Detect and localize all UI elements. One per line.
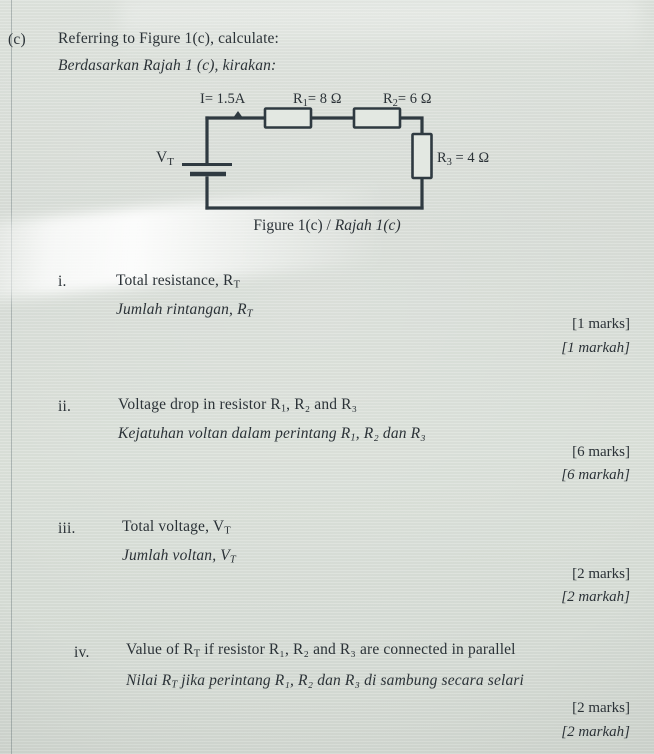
battery-symbol [182,163,232,177]
item-iii-malay-sub: T [229,554,236,566]
item-iii-malay: Jumlah voltan, VT [122,547,236,565]
item-index-i: i. [58,273,67,290]
resistor-r1-symbol [263,107,313,129]
item-i-english: Total resistance, RT [116,272,240,290]
figure-caption-english: Figure 1(c) / [253,217,331,234]
figure-caption: Figure 1(c) / Rajah 1(c) [0,217,654,235]
circuit-diagram-svg: I= 1.5A R1= 8 Ω R2= 6 Ω R3 = 4 Ω VT [156,91,489,210]
item-iv-marks-english: [2 marks] [572,700,630,716]
item-iii-english: Total voltage, VT [122,518,231,536]
item-ii-malay-post: , R₂ dan R₃ [355,425,426,442]
item-ii-english-sub: 1 [280,403,287,415]
item-iv-malay-pre: Nilai R [126,672,172,689]
page-margin-rule [11,0,12,754]
item-i-marks-english: [1 marks] [572,316,630,332]
item-iv-english-post: if resistor R₁, R₂ and R₃ are connected … [200,641,516,658]
item-iv-malay-post: jika perintang R₁, R₂ dan R₃ di sambung … [177,672,524,689]
item-iii-english-sub: T [224,525,231,537]
item-ii-marks-malay: [6 markah] [561,467,630,483]
item-i-marks-malay: [1 markah] [561,340,630,356]
resistor-r3-label: R3 = 4 Ω [437,150,489,168]
item-i-malay-pre: Jumlah rintangan, R [116,301,247,318]
item-iv-english: Value of RT if resistor R₁, R₂ and R₃ ar… [126,641,516,659]
item-iv-malay-sub: T [171,679,178,691]
item-ii-english: Voltage drop in resistor R1, R₂ and R₃ [118,396,357,414]
source-voltage-label: VT [156,149,174,168]
wire-top-right [398,116,424,136]
item-ii-malay-pre: Kejatuhan voltan dalam perintang R [118,425,351,442]
item-index-iv: iv. [74,644,90,661]
item-ii-english-post: , R₂ and R₃ [286,396,358,413]
resistor-r2-label: R2= 6 Ω [383,92,432,109]
question-stem-malay: Berdasarkan Rajah 1 (c), kirakan: [58,57,277,74]
item-i-malay-sub: T [246,308,253,320]
current-arrow-icon [233,111,243,118]
item-ii-english-pre: Voltage drop in resistor R [118,396,281,413]
resistor-r2-symbol [352,107,402,129]
item-iii-english-pre: Total voltage, V [122,518,225,535]
item-ii-malay: Kejatuhan voltan dalam perintang R1, R₂ … [118,425,426,443]
figure-caption-malay: Rajah 1(c) [334,217,401,234]
item-iv-english-pre: Value of R [126,641,194,658]
resistor-r1-label: R1= 8 Ω [293,92,342,109]
item-iv-english-sub: T [193,648,201,660]
item-iii-marks-english: [2 marks] [572,566,630,582]
item-ii-marks-english: [6 marks] [572,444,630,460]
item-iii-marks-malay: [2 markah] [561,589,630,605]
item-iv-malay: Nilai RT jika perintang R₁, R₂ dan R₃ di… [126,672,524,690]
question-part-label: (c) [8,31,26,48]
item-i-english-pre: Total resistance, R [116,272,234,289]
item-i-english-sub: T [233,279,240,291]
item-i-malay: Jumlah rintangan, RT [116,301,253,319]
item-iv-marks-malay: [2 markah] [561,724,630,740]
item-ii-malay-sub: 1 [350,432,356,444]
item-index-ii: ii. [58,398,72,415]
item-iii-malay-pre: Jumlah voltan, V [122,547,230,564]
item-index-iii: iii. [58,520,76,537]
current-label: I= 1.5A [200,92,246,107]
circuit-figure: I= 1.5A R1= 8 Ω R2= 6 Ω R3 = 4 Ω VT [0,91,654,242]
resistor-r3-symbol [411,132,433,180]
question-stem-english: Referring to Figure 1(c), calculate: [58,30,280,47]
